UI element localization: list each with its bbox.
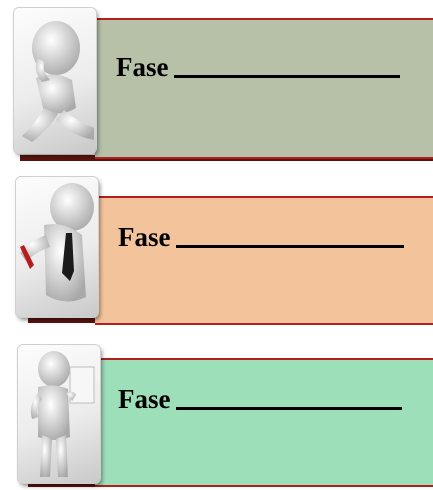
phase-row-1: Fase (0, 0, 433, 165)
phase-banner-1 (95, 18, 433, 159)
fill-in-blank-line (174, 57, 401, 78)
phase-label-3: Fase (118, 384, 403, 415)
thinking-figure-icon (14, 8, 96, 153)
phase-banner-2 (95, 196, 433, 325)
phase-label-text: Fase (118, 384, 171, 414)
figure-holding-paper-icon (18, 345, 100, 483)
fill-in-blank-line (176, 227, 405, 248)
phase-label-2: Fase (118, 222, 405, 253)
phase-row-2: Fase (0, 175, 433, 330)
fill-in-blank-line (176, 389, 403, 410)
figure-with-tie-icon (16, 177, 98, 317)
phase-label-text: Fase (116, 52, 169, 82)
phase-label-1: Fase (116, 52, 401, 83)
phase-banner-3 (95, 358, 433, 487)
phase-label-text: Fase (118, 222, 171, 252)
phase-row-3: Fase (0, 345, 433, 490)
